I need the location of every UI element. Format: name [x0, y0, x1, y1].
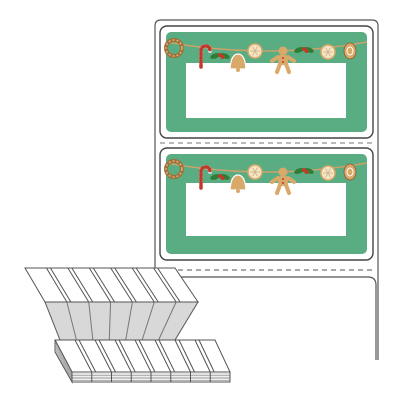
- cookie-icon: [343, 42, 357, 60]
- snowflake-cookie-icon: [247, 43, 263, 59]
- label-2: [159, 147, 374, 261]
- gingerbread-bell-icon: [229, 174, 247, 193]
- fanfold-stack-illustration: [24, 267, 231, 384]
- holly-icon: [294, 168, 314, 174]
- gingerbread-man-icon: [270, 46, 296, 74]
- label-1: [159, 25, 374, 139]
- holly-icon: [294, 47, 314, 53]
- gingerbread-bell-icon: [229, 53, 247, 72]
- garland-rope: [165, 162, 368, 173]
- candy-cane-icon: [199, 165, 212, 190]
- candy-cane-icon: [199, 44, 212, 69]
- snowflake-cookie-icon: [320, 44, 336, 60]
- ornament-row: [164, 38, 357, 74]
- stack-layers: [54, 339, 231, 384]
- wreath-icon: [164, 38, 184, 58]
- holly-icon: [210, 174, 230, 180]
- fold-dividers: [66, 301, 177, 341]
- garland-rope: [165, 41, 368, 52]
- snowflake-cookie-icon: [247, 164, 263, 180]
- holly-icon: [210, 53, 230, 59]
- label-writing-area: [186, 183, 346, 236]
- wreath-icon: [164, 159, 184, 179]
- label-writing-area: [186, 63, 346, 118]
- top-strip-dividers: [45, 267, 181, 303]
- cookie-icon: [343, 163, 357, 181]
- gingerbread-man-icon: [270, 167, 296, 195]
- ornament-row: [164, 159, 357, 195]
- snowflake-cookie-icon: [320, 165, 336, 181]
